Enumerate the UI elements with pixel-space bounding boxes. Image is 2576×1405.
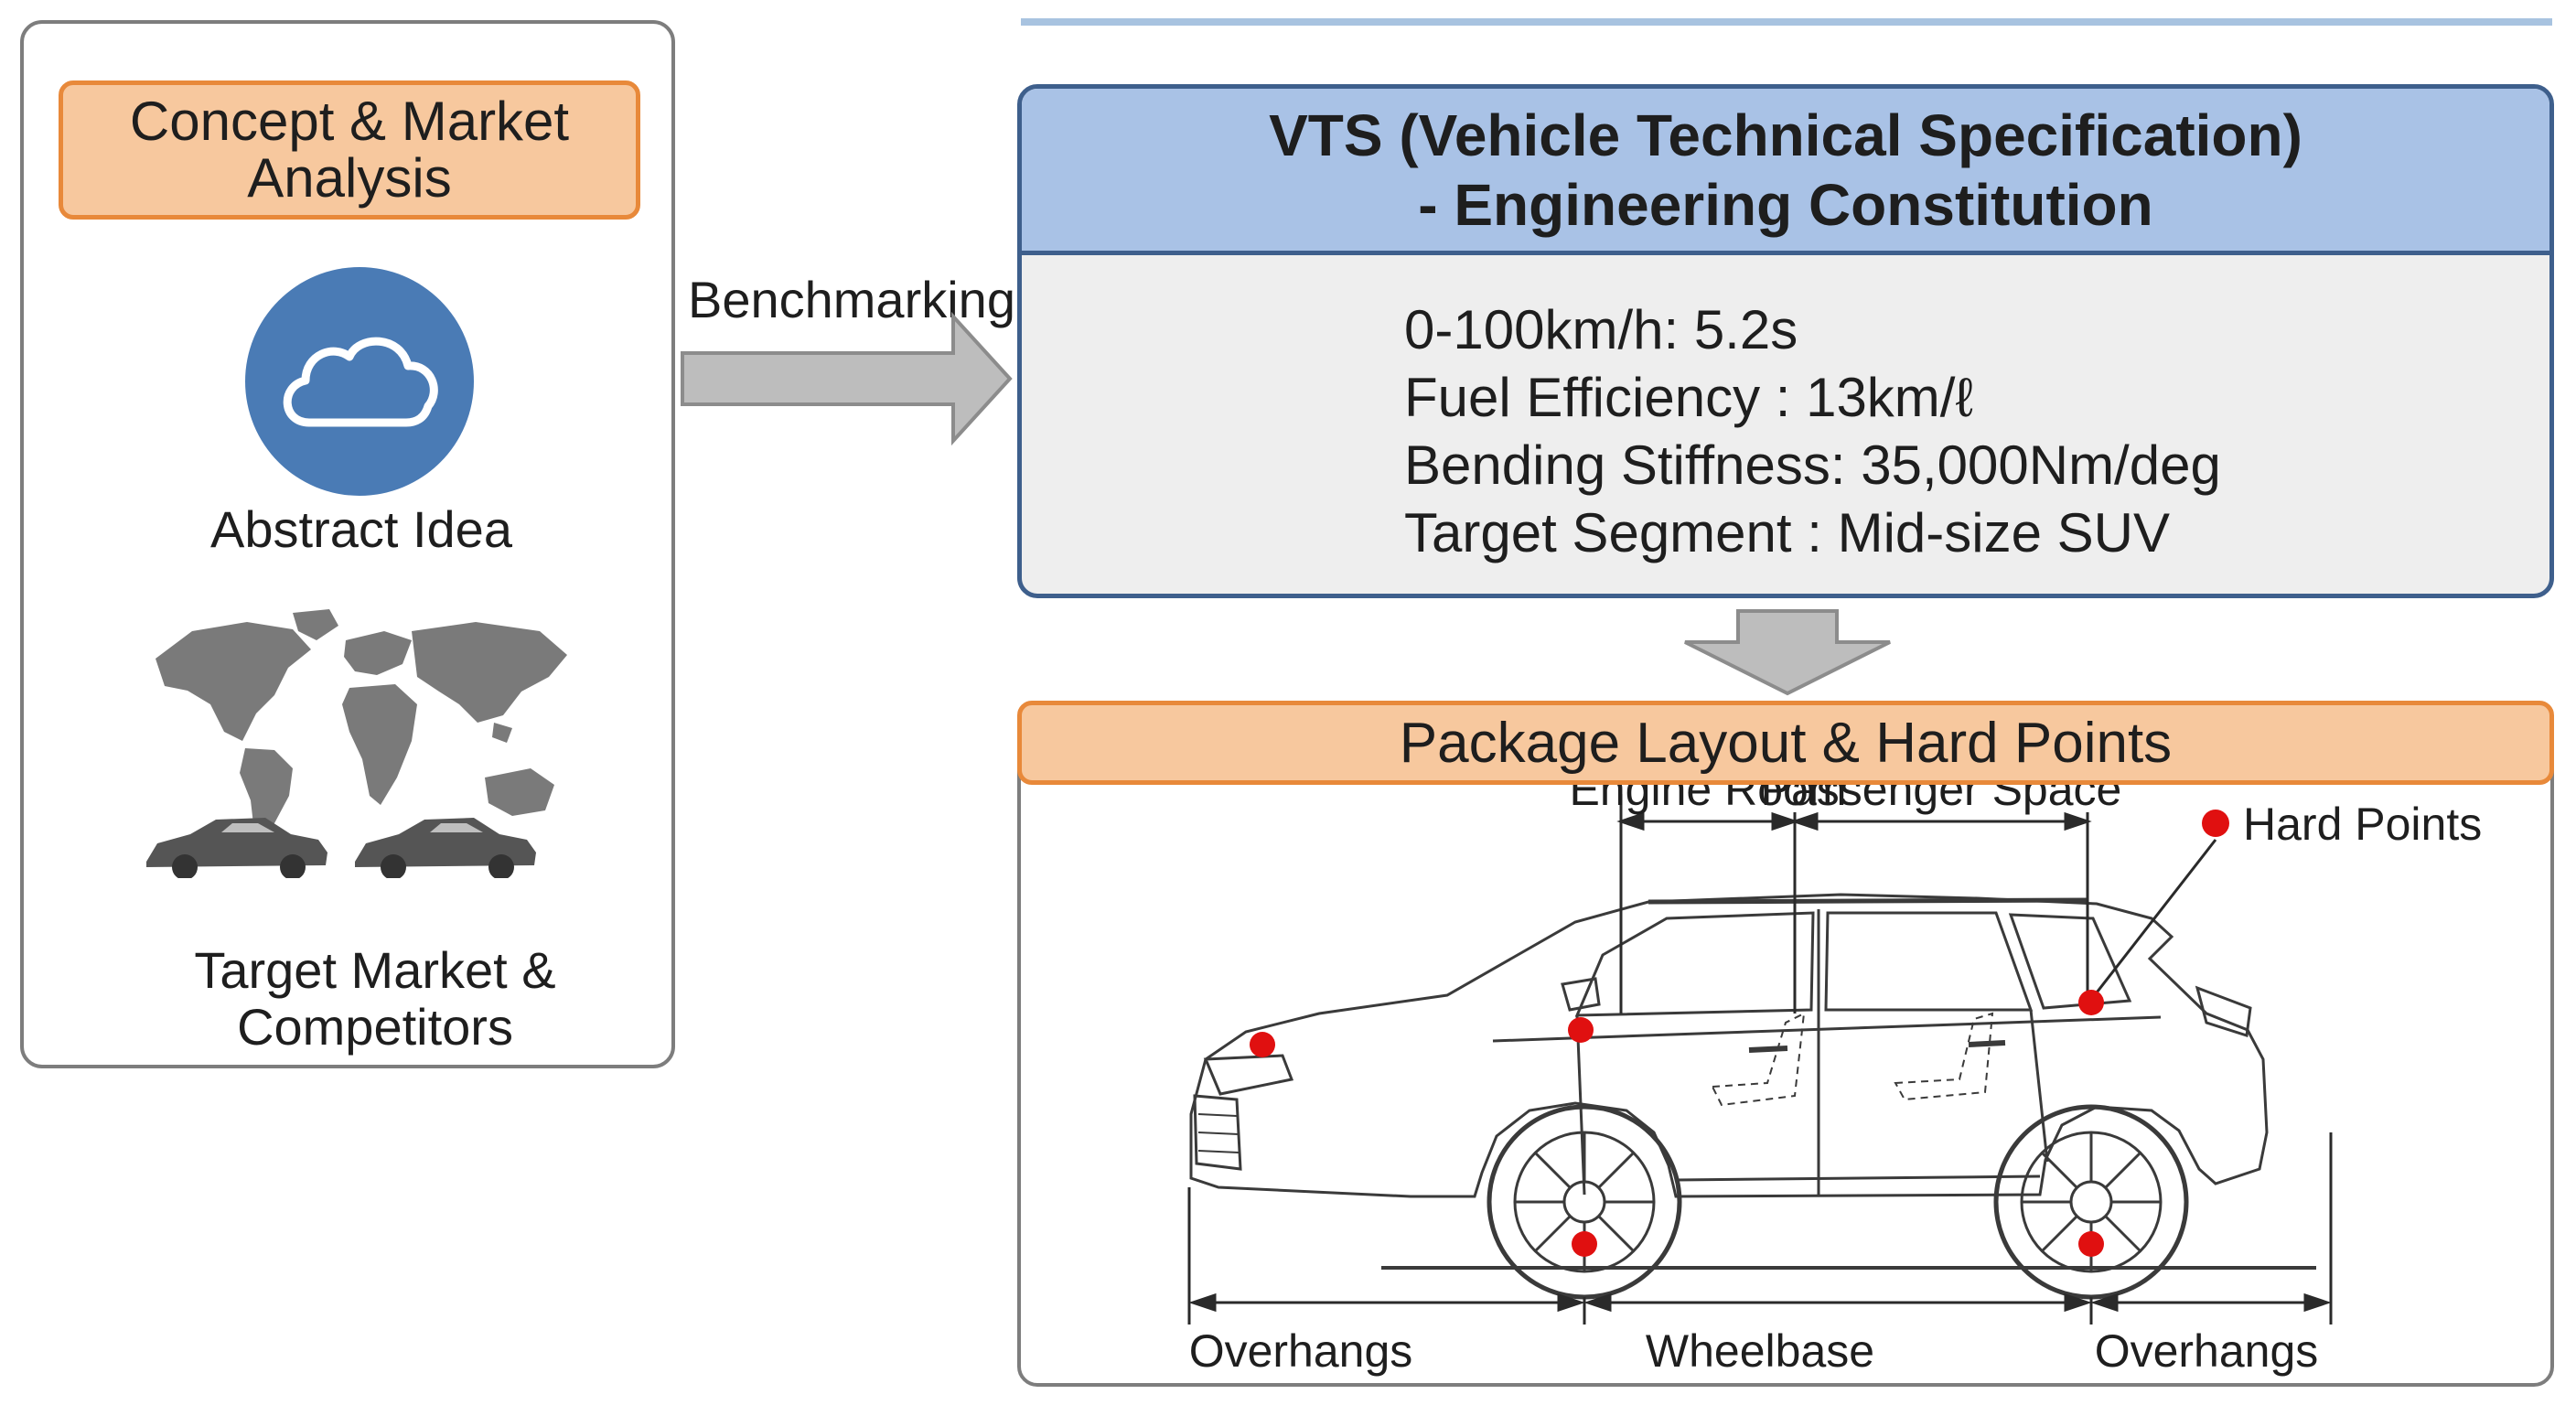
passenger-space-dimension: [1793, 812, 2089, 1014]
hard-point-rear: [2078, 990, 2104, 1015]
vts-title: VTS (Vehicle Technical Specification) - …: [1022, 89, 2549, 255]
passenger-space-label: Passenger Space: [1761, 785, 2122, 815]
spec-acceleration: 0-100km/h: 5.2s: [1404, 299, 1798, 360]
hard-point-driver: [1568, 1017, 1594, 1043]
suv-body-outline: [1189, 893, 2269, 1198]
overhang-rear-label: Overhangs: [2095, 1325, 2319, 1377]
concept-market-title: Concept & Market Analysis: [59, 80, 640, 220]
vts-specification-box: VTS (Vehicle Technical Specification) - …: [1017, 84, 2554, 598]
hard-points-label: Hard Points: [2243, 799, 2482, 850]
overhang-front-label: Overhangs: [1189, 1325, 1413, 1377]
spec-target-segment: Target Segment : Mid-size SUV: [1404, 502, 2170, 563]
sedan-car-icon: [146, 818, 536, 880]
hard-point-front-wheel: [1572, 1231, 1597, 1257]
down-arrow: [1684, 609, 1891, 696]
middle-window: [1824, 911, 2034, 1012]
abstract-idea-label: Abstract Idea: [210, 500, 512, 558]
cloud-icon: [245, 267, 474, 496]
wheelbase-label: Wheelbase: [1646, 1325, 1874, 1377]
benchmarking-arrow: [681, 311, 1013, 446]
hard-point-rear-wheel: [2078, 1231, 2104, 1257]
world-map-icon: [137, 604, 576, 880]
suv-package-drawing: Engine Room Passenger Space Hard Points …: [1187, 785, 2482, 1377]
benchmarking-label: Benchmarking: [688, 271, 1015, 328]
rear-window: [2008, 913, 2132, 1010]
target-market-label: Target Market & Competitors: [194, 941, 556, 1056]
spec-fuel-efficiency: Fuel Efficiency : 13km/ℓ: [1404, 367, 1973, 428]
top-divider-line: [1021, 18, 2552, 26]
spec-bending-stiffness: Bending Stiffness: 35,000Nm/deg: [1404, 434, 2221, 496]
package-layout-title: Package Layout & Hard Points: [1017, 701, 2554, 785]
hard-point-legend-dot: [2202, 810, 2229, 837]
engine-room-label: Engine Room: [1570, 785, 1847, 815]
front-window: [1574, 911, 1815, 1017]
hard-point-front: [1250, 1032, 1275, 1057]
